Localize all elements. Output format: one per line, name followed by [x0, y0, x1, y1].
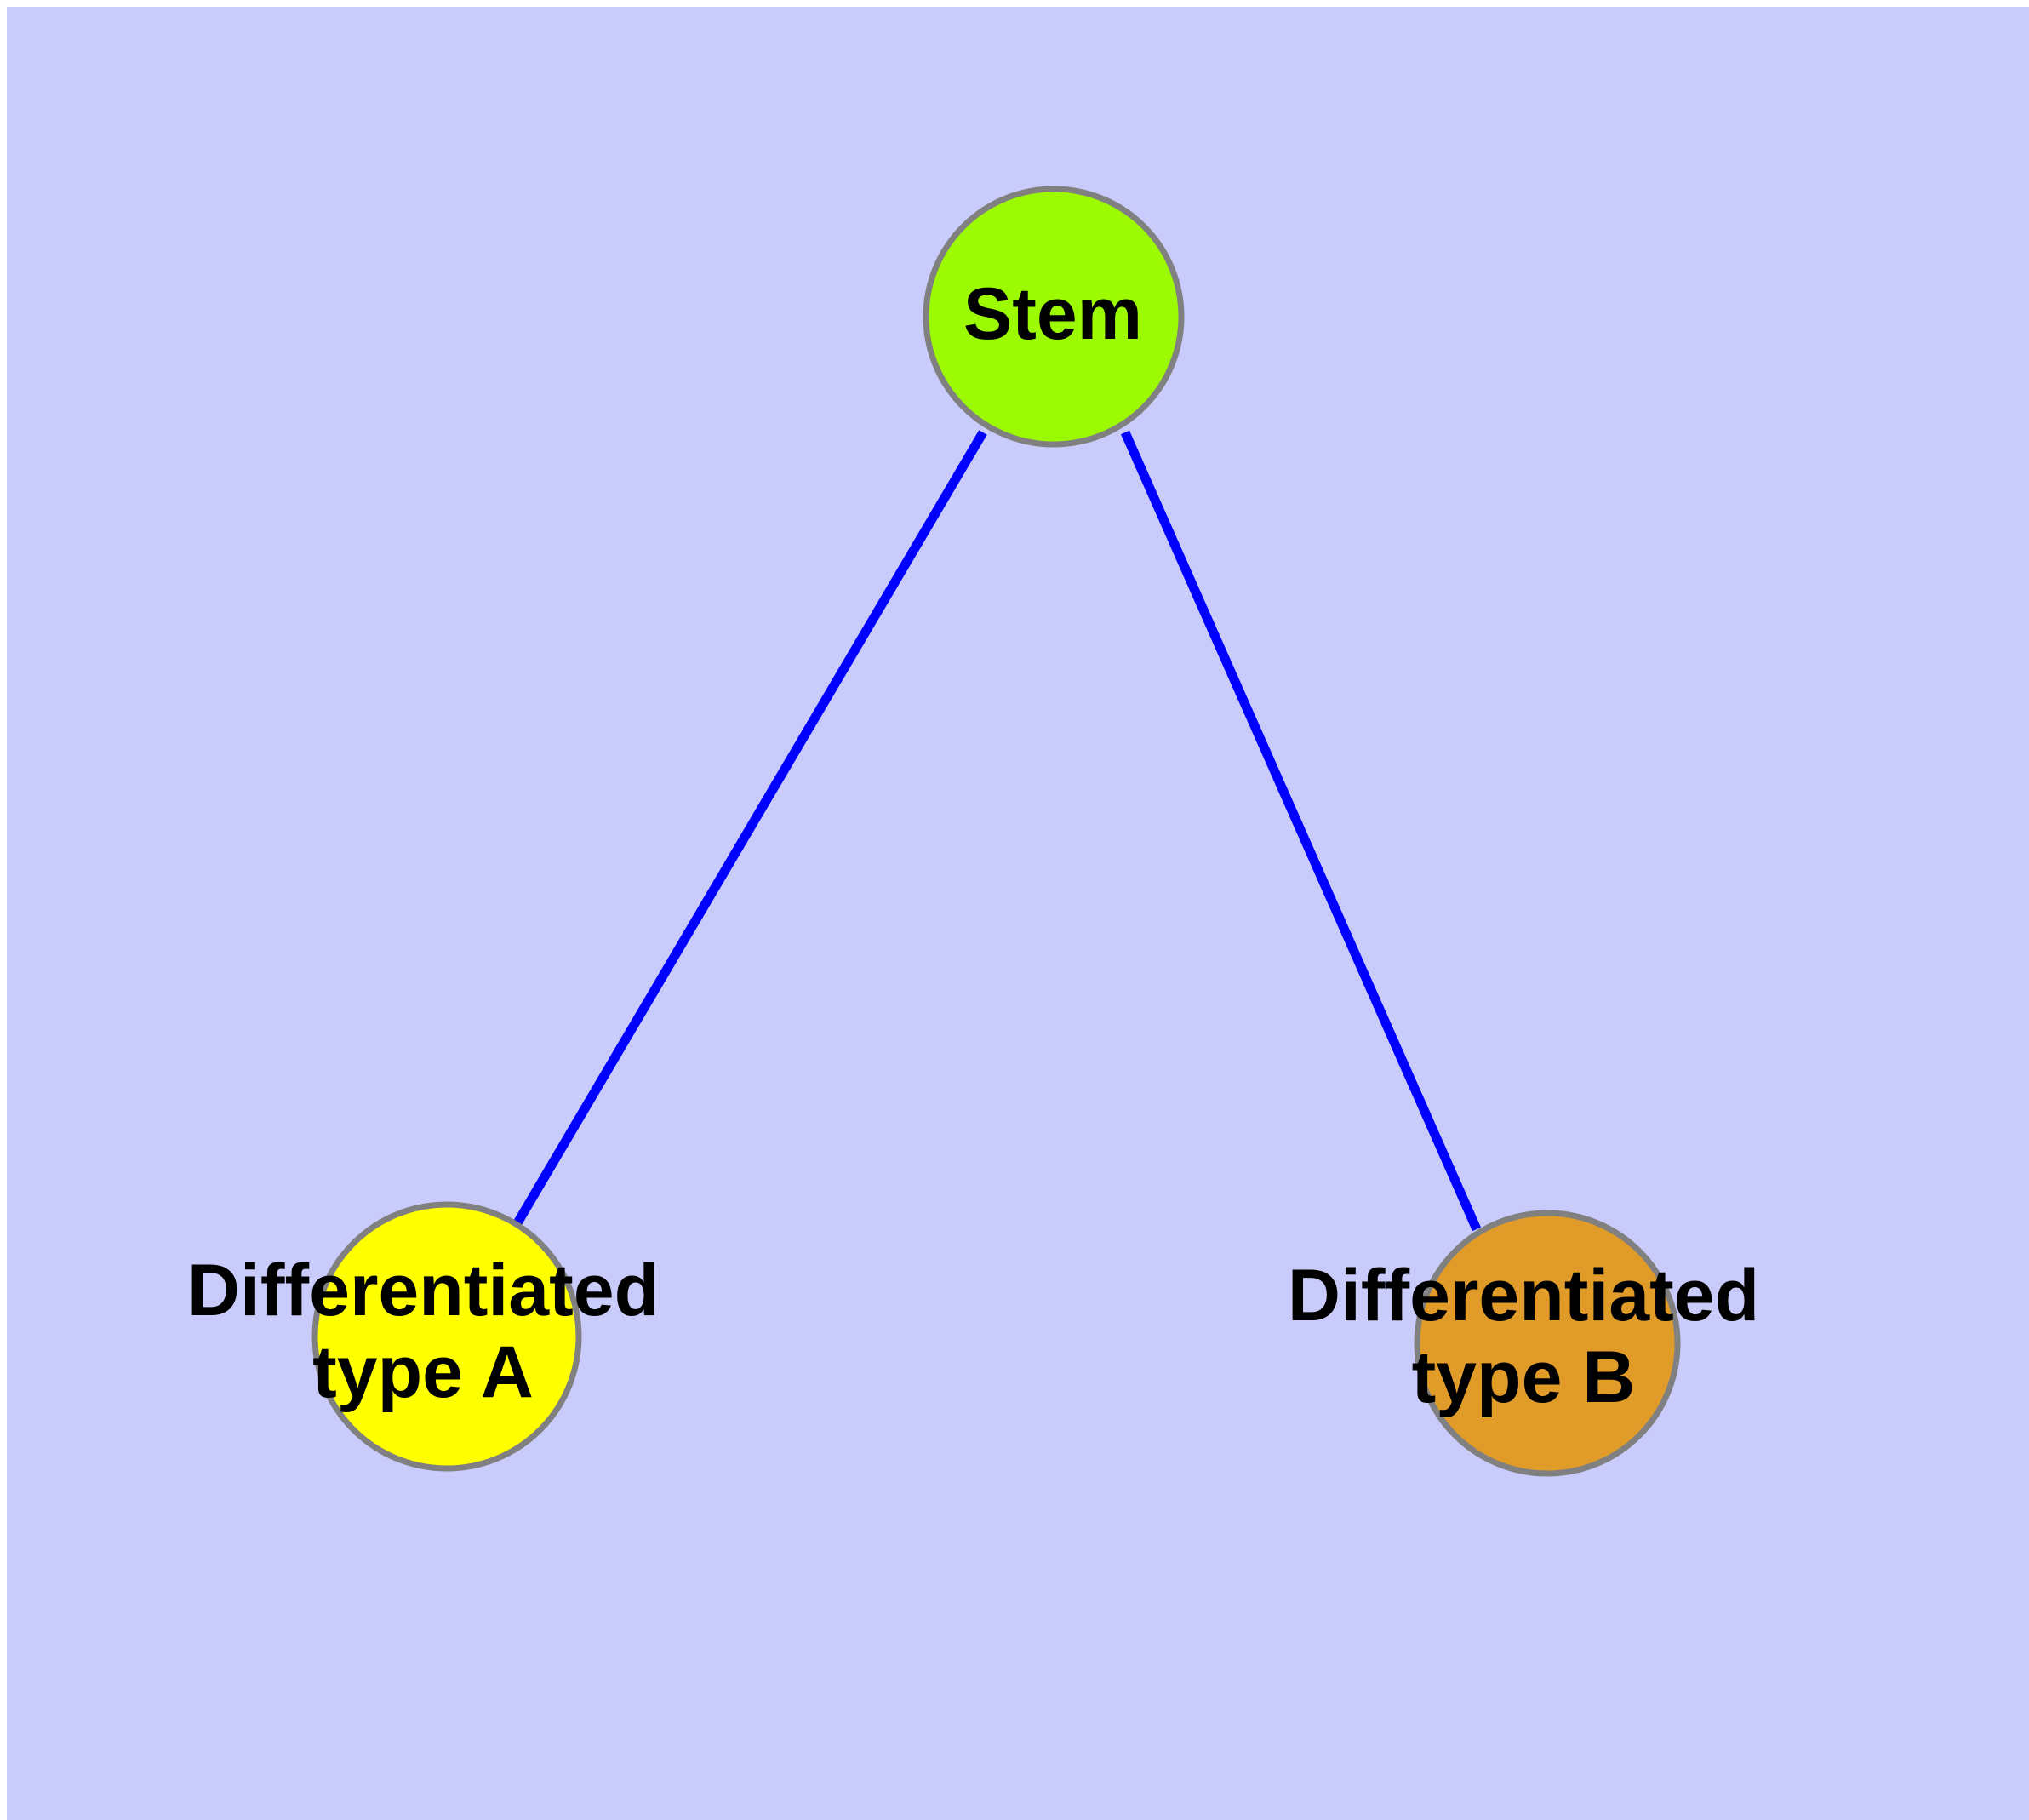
edge-stem-to-diff-b[interactable]: [1120, 430, 1482, 1232]
node-stem[interactable]: Stem: [923, 186, 1185, 448]
node-label-line: Stem: [963, 273, 1142, 355]
node-label-line: Differentiated: [1288, 1255, 1759, 1336]
edge-stem-to-diff-a[interactable]: [512, 430, 987, 1228]
node-label-line: type A: [312, 1331, 534, 1413]
node-circle-stem[interactable]: [923, 186, 1185, 448]
node-label-line: type B: [1412, 1336, 1636, 1418]
node-circle-diff_a[interactable]: [311, 1201, 582, 1472]
node-label-stem: Stem: [963, 273, 1142, 355]
node-label-line: Differentiated: [187, 1250, 659, 1331]
edges-group: [512, 430, 1482, 1232]
node-circle-diff_b[interactable]: [1414, 1210, 1681, 1477]
